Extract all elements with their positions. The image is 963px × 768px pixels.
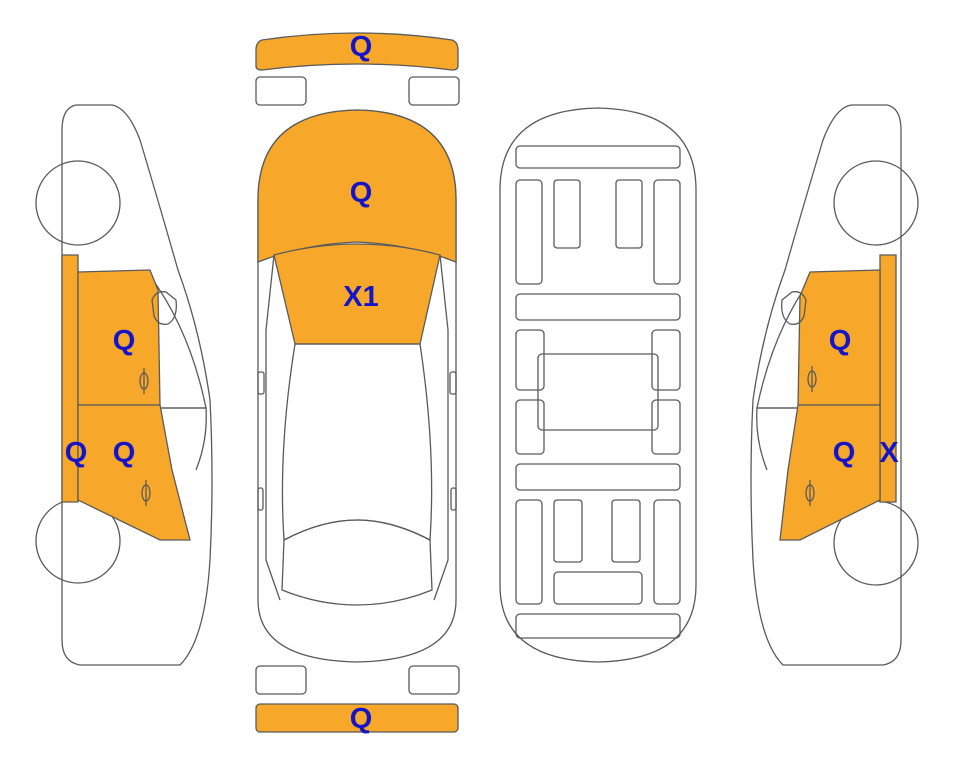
left-headlight [255,76,307,106]
underbody-mid-rear-bar [515,463,681,491]
underbody-center-left-lower [515,399,545,455]
windshield [273,243,441,345]
left-rocker-label: Q [65,437,88,469]
underbody-rear-tank [553,571,643,605]
underbody-front-left-box [553,179,581,249]
right-a-pillar-line [433,254,449,601]
top-view: Q Q X1 Q [255,31,460,735]
right-rear-door [779,404,881,541]
right-front-door [797,269,881,406]
underbody-rear-left-box [553,499,583,563]
left-rear-door [77,404,191,541]
right-rear-glass-line [756,407,801,471]
rear-window [281,519,433,606]
front-bumper [255,32,459,71]
right-taillight [408,665,460,695]
front-bumper-label: Q [350,31,373,63]
left-taillight [255,665,307,695]
underbody-front-right-rail [653,179,681,285]
left-front-handle [139,368,149,394]
underbody-view [499,107,697,663]
left-side-view: Q Q Q [35,104,213,666]
right-front-wheel [833,160,919,246]
underbody-rear-right-box [611,499,641,563]
left-rear-handle [141,480,151,506]
left-front-door-label: Q [113,325,136,357]
left-mirror [151,291,177,325]
underbody-rear-right-rail [653,499,681,605]
underbody-front-right-box [615,179,643,249]
right-headlight [408,76,460,106]
underbody-center-right-lower [651,399,681,455]
right-front-handle [807,366,817,392]
right-rocker-label: X [879,437,899,469]
left-rear-door-label: Q [113,437,136,469]
underbody-center-right [651,329,681,391]
hood-label: Q [350,177,373,209]
underbody-mid-front-bar [515,293,681,321]
right-body-outline [750,104,902,666]
right-side-view: Q Q X [750,104,919,666]
left-front-door [77,269,161,406]
right-rear-door-label: Q [833,437,856,469]
underbody-front-crossmember [515,145,681,169]
underbody-front-left-rail [515,179,543,285]
left-top-handle [257,487,264,511]
hood [257,109,457,263]
right-front-door-label: Q [829,325,852,357]
right-rear-handle [805,480,815,506]
left-glass-line [149,275,207,409]
left-top-mirror [257,371,265,395]
underbody-center-left [515,329,545,391]
underbody-rear-crossmember [515,613,681,639]
left-rear-glass-line [162,407,207,471]
left-a-pillar-line [265,254,281,601]
underbody-outline [499,107,697,663]
left-rocker-panel [61,254,79,503]
left-front-wheel [35,160,121,246]
underbody-center-plate [537,353,659,431]
rear-bumper-label: Q [350,703,373,735]
right-top-mirror [449,371,457,395]
right-top-handle [450,487,457,511]
underbody-rear-left-rail [515,499,543,605]
roof-outline [281,343,433,542]
right-mirror [781,291,807,325]
rear-bumper [255,703,459,733]
windshield-label: X1 [343,281,378,313]
left-body-outline [61,104,213,666]
